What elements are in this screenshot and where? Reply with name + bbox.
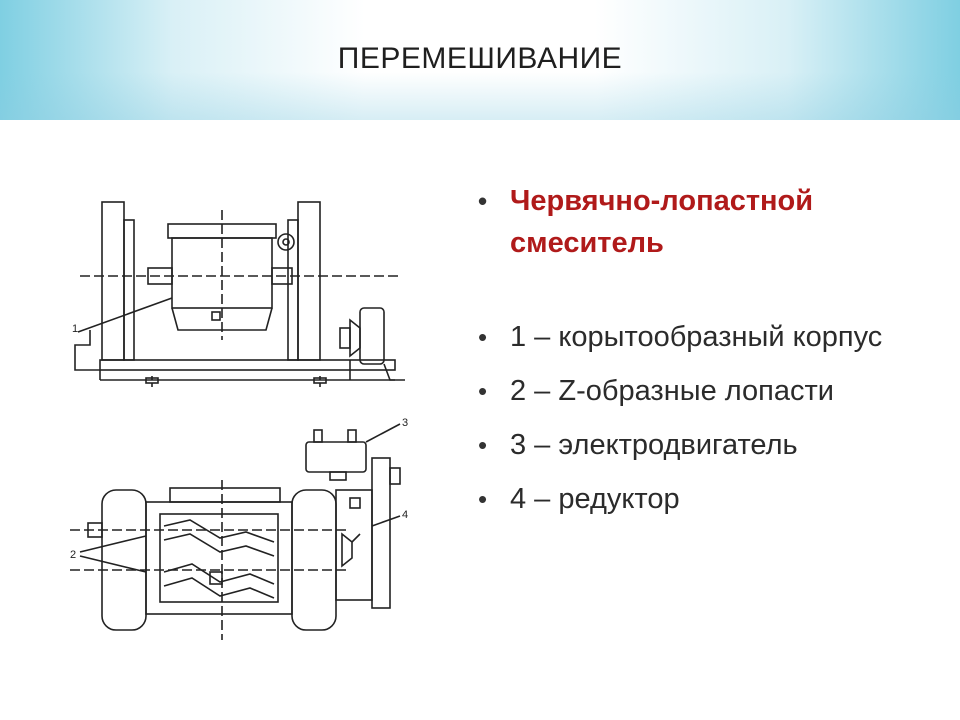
drawing-label-3: 3 (402, 417, 408, 429)
drawing-label-4: 4 (402, 509, 408, 521)
bullet-text: 1 – корытообразный корпус (510, 321, 883, 353)
slide-header (0, 0, 960, 120)
drawing-label-1: 1 (72, 323, 78, 335)
bullet-text: 2 – Z-образные лопасти (510, 375, 834, 407)
bullet-item: • 2 – Z-образные лопасти (478, 370, 938, 412)
bullet-item: • 4 – редуктор (478, 478, 938, 520)
slide-title: ПЕРЕМЕШИВАНИЕ (337, 42, 623, 75)
bullet-heading: • Червячно-лопастной смеситель (478, 180, 938, 264)
header-shade (0, 0, 960, 120)
mixer-plan-view (70, 423, 401, 640)
bullet-text: Червячно-лопастной смеситель (510, 185, 814, 259)
mixer-front-view (74, 201, 405, 390)
drawing-label-2: 2 (70, 549, 76, 561)
bullet-text: 4 – редуктор (510, 483, 680, 515)
bullet-dot: • (478, 376, 488, 406)
bullet-list: • Червячно-лопастной смеситель • 1 – корыт… (478, 180, 938, 520)
bullet-text: 3 – электродвигатель (510, 429, 798, 461)
bullet-dot: • (478, 430, 488, 460)
bullet-dot: • (478, 186, 488, 216)
bullet-dot: • (478, 322, 488, 352)
bullet-item: • 1 – корытообразный корпус (478, 316, 938, 358)
bullet-dot: • (478, 484, 488, 514)
bullet-item: • 3 – электродвигатель (478, 424, 938, 466)
mixer-drawing: 1 2 3 4 (70, 201, 408, 640)
